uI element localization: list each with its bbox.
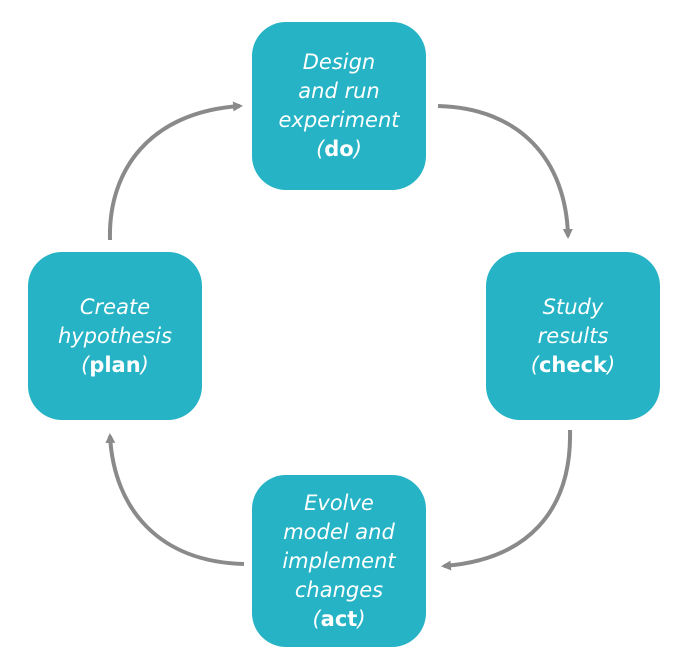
do-step-box: Design and run experiment (do) (252, 22, 426, 190)
do-tag-label: do (324, 137, 354, 161)
do-tag: (do) (316, 137, 362, 161)
plan-tag: (plan) (81, 352, 149, 377)
act-line-2: model and (283, 519, 395, 544)
act-line-3: implement (282, 548, 396, 573)
act-step-box: Evolve model and implement changes (act) (252, 475, 426, 647)
plan-line-1: Create (79, 294, 151, 319)
do-line-1: Design (302, 50, 376, 74)
plan-line-2: hypothesis (57, 323, 173, 348)
act-tag: (act) (312, 606, 366, 631)
arrow-plan-to-do (107, 101, 243, 241)
check-tag: (check) (530, 352, 616, 377)
plan-tag-label: plan (89, 352, 141, 377)
arrow-check-to-act (441, 429, 573, 571)
act-tag-label: act (320, 606, 358, 631)
arrow-act-to-plan (105, 433, 245, 566)
check-tag-label: check (538, 352, 608, 377)
plan-step-box: Create hypothesis (plan) (28, 252, 202, 420)
check-line-2: results (537, 323, 609, 348)
arrow-do-to-check (437, 104, 573, 239)
do-line-2: and run (298, 79, 380, 103)
act-line-4: changes (294, 577, 384, 602)
check-step-box: Study results (check) (486, 252, 660, 420)
act-line-1: Evolve (304, 490, 374, 515)
check-line-1: Study (542, 294, 604, 319)
do-line-3: experiment (278, 108, 400, 132)
